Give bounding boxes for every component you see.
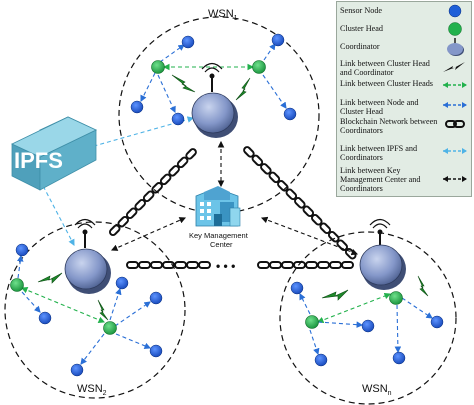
wsn2-boundary: [4, 221, 186, 399]
sensor-node: [283, 107, 297, 121]
cluster-head: [103, 321, 117, 335]
kmc-label-line1: Key Management: [189, 231, 249, 240]
lightning-icon: [235, 77, 251, 101]
coordinator-wsn1: [191, 62, 238, 138]
coordinator-wsn2: [64, 218, 111, 294]
wsn2-label: WSN2: [77, 383, 107, 397]
legend-link-kmc-label: Link between Key Management Center and C…: [340, 166, 421, 193]
ipfs-label: IPFS: [14, 148, 63, 173]
chain-link-icon: [445, 120, 465, 128]
sensor-node: [181, 35, 195, 49]
kmc-label-line2: Center: [210, 240, 233, 249]
kmc-building-icon: [195, 186, 241, 227]
legend-link-node-ch-label: Link between Node and Cluster Head: [340, 98, 419, 116]
legend-link-ch-coord-label: Link between Cluster Head and Coordinato…: [340, 59, 430, 77]
legend-sensor-node-icon: [448, 4, 462, 18]
legend-coordinator-icon: [447, 38, 464, 56]
ipfs-links: [39, 116, 195, 246]
sensor-node: [15, 243, 29, 257]
legend-cyan-dashed-icon: [443, 148, 467, 154]
legend-green-dashed-icon: [443, 82, 467, 88]
lightning-icon: [321, 289, 349, 301]
lightning-icon: [443, 62, 465, 72]
legend-black-dashed-icon: [443, 176, 467, 182]
chain-ellipsis: • • •: [216, 259, 235, 273]
legend-link-ch-ch-label: Link between Cluster Heads: [340, 79, 433, 88]
legend-sensor-node-label: Sensor Node: [340, 6, 383, 15]
lightning-icon: [97, 299, 109, 321]
wsnn-links: [299, 292, 433, 356]
blockchain-chain-left: [108, 148, 197, 237]
blockchain-chain-bottom-left: [126, 261, 211, 269]
wsn1-label: WSN1: [208, 8, 238, 22]
legend-blue-dashed-icon: [443, 102, 467, 108]
legend: Sensor Node Cluster Head Coordinator Lin…: [336, 1, 472, 197]
wsnn-label: WSNn: [362, 383, 392, 397]
ipfs-cube: [11, 116, 97, 191]
lightning-links: [37, 74, 429, 321]
lightning-icon: [417, 275, 429, 297]
cluster-head: [151, 60, 165, 74]
legend-coordinator-label: Coordinator: [340, 42, 380, 51]
kmc-links: [110, 140, 359, 256]
lightning-icon: [171, 74, 196, 93]
cluster-head: [305, 315, 319, 329]
sensor-node: [149, 344, 163, 358]
sensor-node: [290, 281, 304, 295]
sensor-node: [171, 112, 185, 126]
sensor-node: [430, 315, 444, 329]
sensor-node: [130, 100, 144, 114]
sensor-nodes: [15, 33, 444, 377]
sensor-node: [38, 311, 52, 325]
legend-cluster-head-icon: [448, 22, 462, 36]
cluster-head: [389, 291, 403, 305]
cluster-head: [10, 278, 24, 292]
sensor-node: [115, 276, 129, 290]
cluster-heads: [10, 60, 403, 335]
sensor-node: [314, 353, 328, 367]
legend-blockchain-label: Blockchain Network between Coordinators: [340, 117, 438, 135]
lightning-icon: [37, 272, 63, 284]
sensor-node: [361, 319, 375, 333]
sensor-node: [149, 291, 163, 305]
legend-cluster-head-label: Cluster Head: [340, 24, 383, 33]
cluster-head: [252, 60, 266, 74]
wsn2-links: [16, 254, 152, 365]
sensor-node: [271, 33, 285, 47]
legend-link-ipfs-label: Link between IPFS and Coordinators: [340, 144, 418, 162]
blockchain-chain-bottom-right: [257, 261, 354, 269]
wsn1-links: [140, 43, 287, 113]
wsnn-boundary: [279, 231, 457, 405]
sensor-node: [70, 363, 84, 377]
sensor-node: [392, 351, 406, 365]
coordinator-wsnn: [359, 218, 406, 290]
